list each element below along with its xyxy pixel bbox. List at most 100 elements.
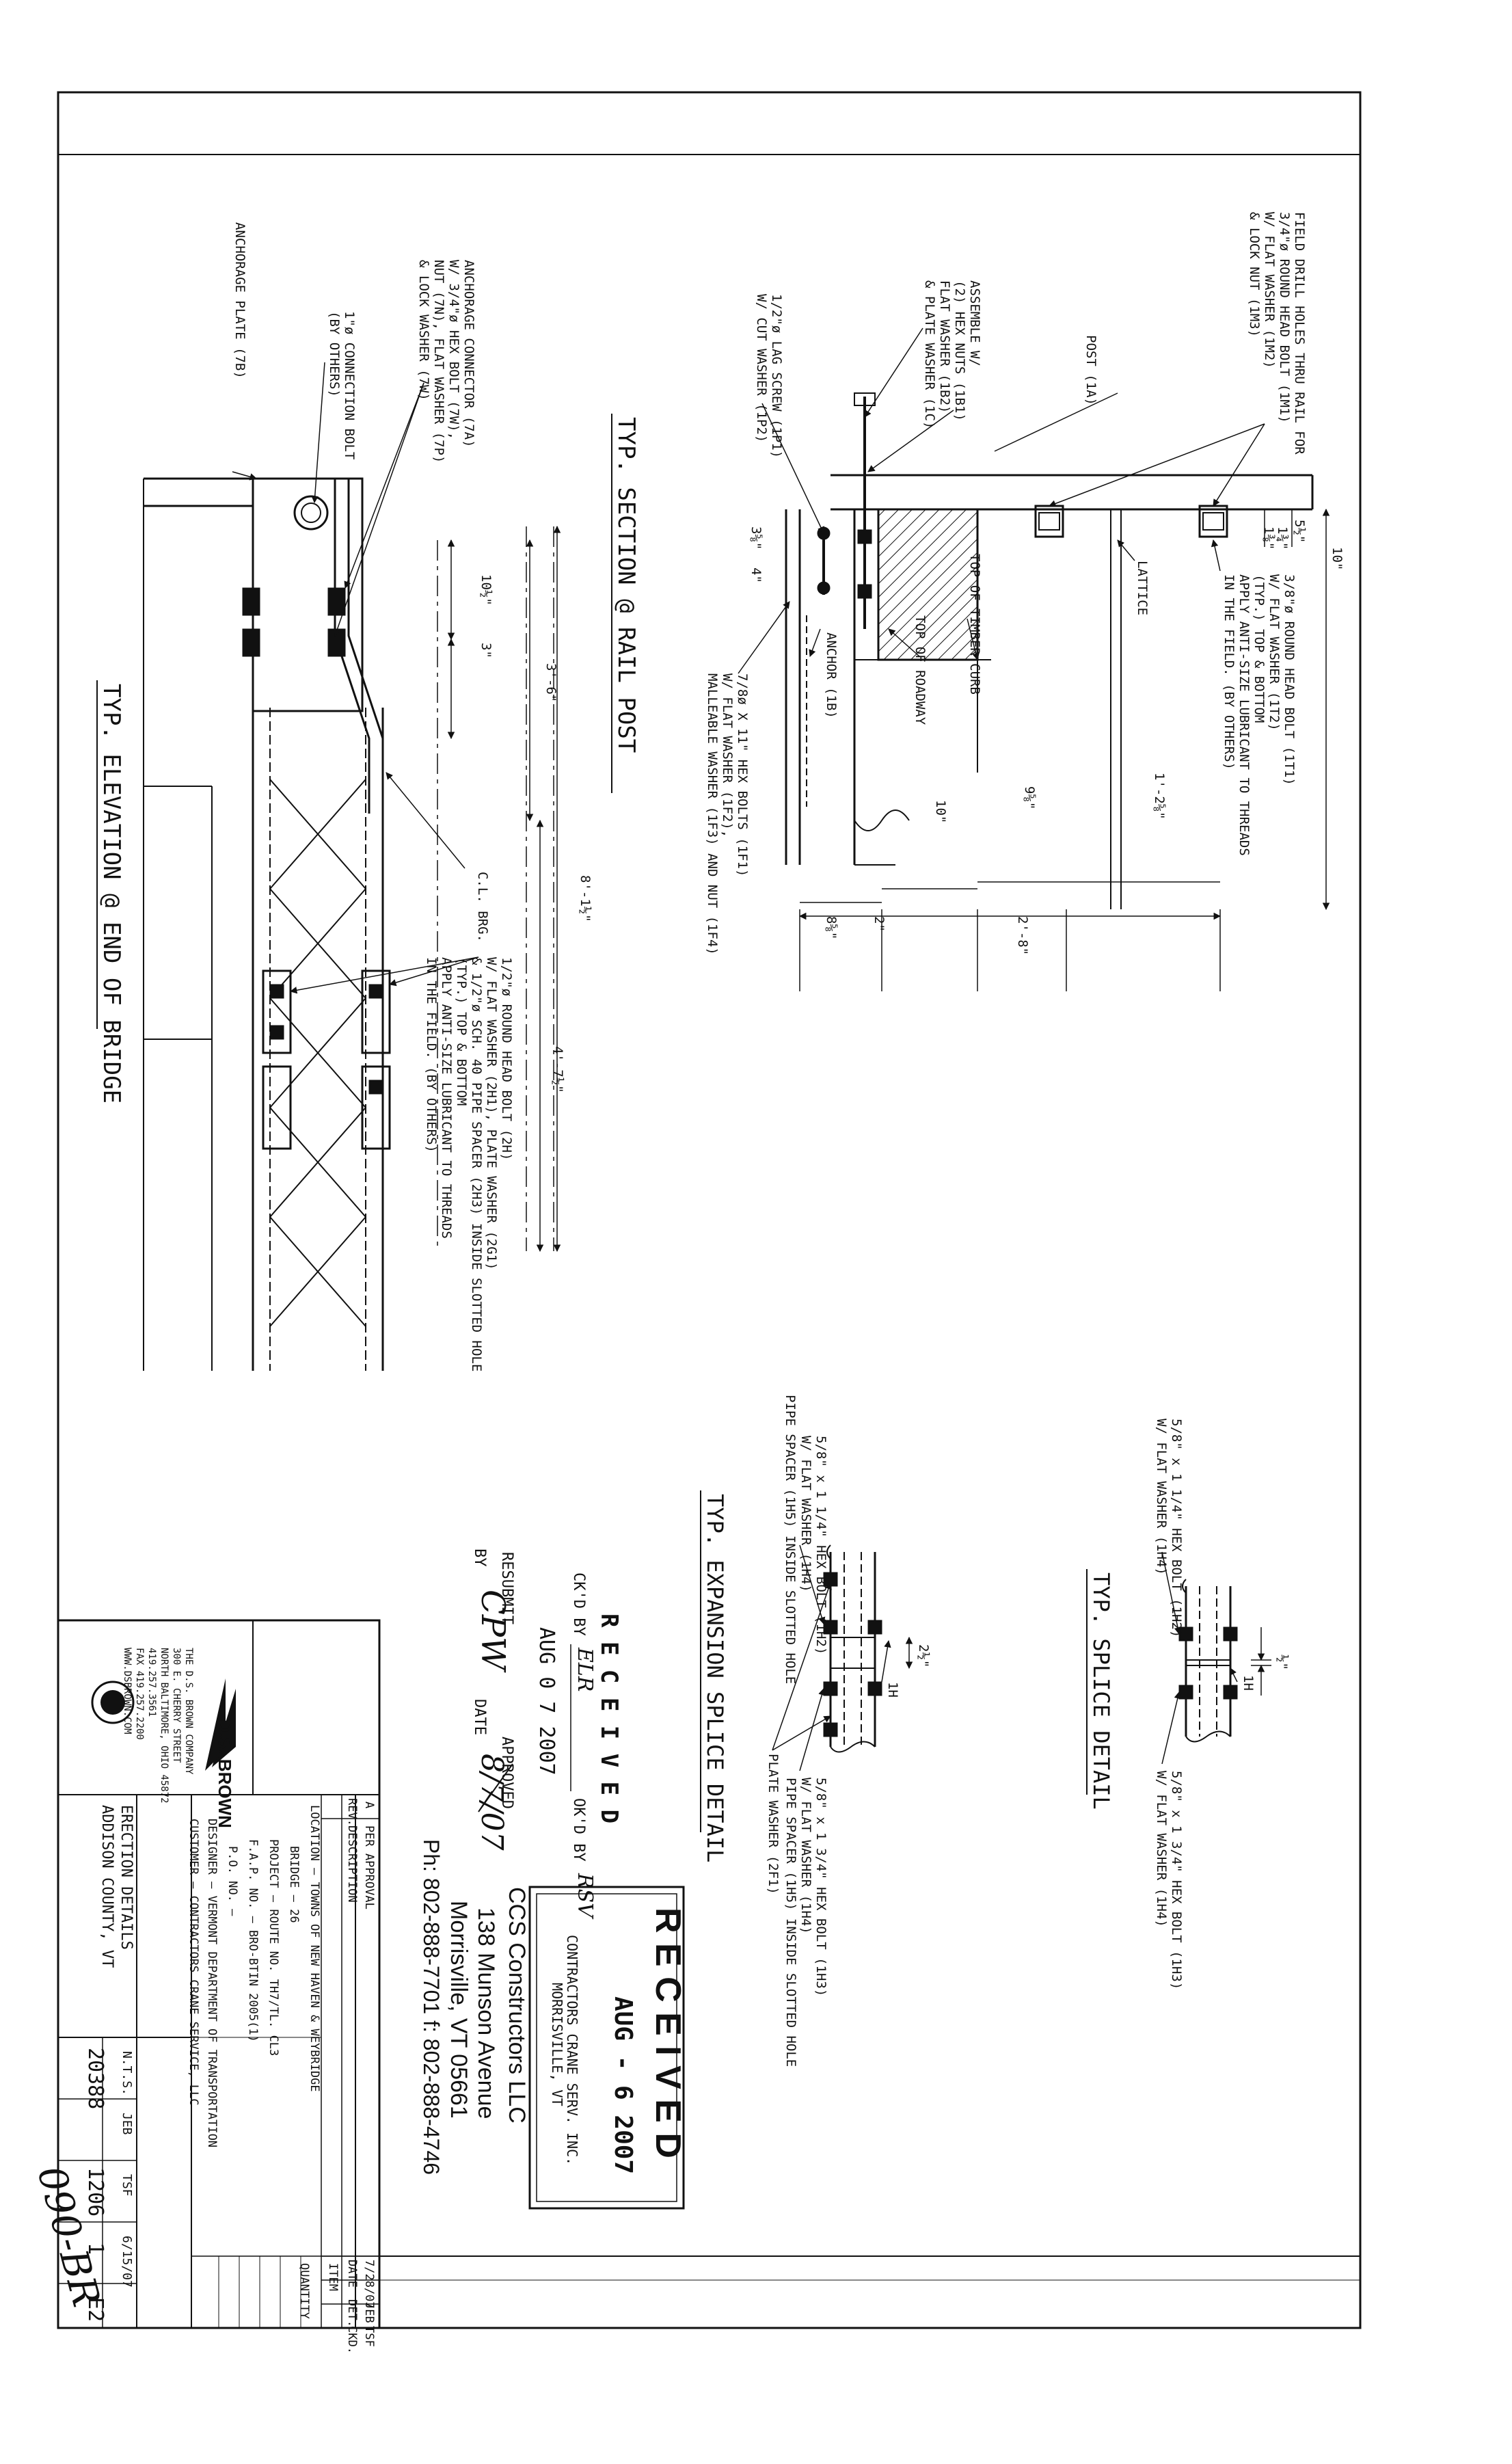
stamp1-date: AUG 0 7 2007 xyxy=(535,1627,558,1776)
stamp2-title: R E C E I V E D xyxy=(648,1907,688,2158)
splice-dim: ½" xyxy=(1275,1655,1290,1670)
title-line-2: ADDISON COUNTY, VT xyxy=(98,1805,116,1968)
proj-bridge: BRIDGE — 26 xyxy=(287,1846,301,1923)
stamp1-by-label: BY xyxy=(471,1549,488,1567)
tb-drawing-no: E2 xyxy=(83,2297,107,2322)
label-anch-conn-3: NUT (7N), FLAT WASHER (7P) xyxy=(431,260,446,463)
splice-right-2: W/ FLAT WASHER (1H4) xyxy=(1154,1771,1169,1927)
tb-checked: TSF xyxy=(120,2174,134,2197)
tb-sheet: 1 xyxy=(83,2242,107,2255)
elevation-dimensions xyxy=(232,362,561,1253)
rev-date: 7/28/07 xyxy=(362,2260,376,2309)
label-anch-conn-2: W/ 3/4"ø HEX BOLT (7W), xyxy=(446,260,461,440)
label-rhb-3: (TYP.) TOP & BOTTOM xyxy=(1252,574,1267,723)
company-address: THE D.S. BROWN COMPANY 300 E. CHERRY STR… xyxy=(122,1648,194,1804)
label-hexbolt-1: 7/8ø X 11" HEX BOLTS (1F1) xyxy=(735,673,750,876)
stamp1-ckd-label: CK'D BY xyxy=(570,1572,587,1636)
splice-right-1: 5/8" x 1 3/4" HEX BOLT (1H3) xyxy=(1169,1771,1184,1990)
item-header: ITEM xyxy=(326,2263,340,2291)
company-line-6: WWW.DSBROWN.COM xyxy=(122,1648,133,1734)
stamp1-date-label: DATE xyxy=(471,1699,488,1735)
rev-symbol: A xyxy=(362,1802,376,1808)
rev-header-desc: DESCRIPTION xyxy=(345,1825,359,1903)
company-name: D.S. BROWN xyxy=(215,1719,235,1828)
label-anch-conn-4: & LOCK WASHER (7W) xyxy=(416,260,431,401)
rev-chkd: TSF xyxy=(362,2326,376,2347)
sheet-border xyxy=(57,91,1362,2329)
dim-1-3-4: 1¾" xyxy=(1275,526,1290,550)
label-field-drill-4: & LOCK NUT (1M3) xyxy=(1247,212,1262,337)
exp-dim: 2½" xyxy=(916,1644,931,1668)
item-table xyxy=(191,1795,380,2328)
company-line-1: THE D.S. BROWN COMPANY xyxy=(183,1648,194,1775)
proj-customer: CUSTOMER — CONTRACTORS CRANE SERVICE, LL… xyxy=(187,1819,200,2106)
exp-gap: 1H xyxy=(885,1682,900,1698)
dim-10-5: 10½" xyxy=(478,574,494,606)
splice-left-2: W/ FLAT WASHER (1H4) xyxy=(1154,1419,1169,1575)
company-line-4: 419.257.3561 xyxy=(146,1648,157,1717)
company-logo: D.S. BROWN xyxy=(91,1678,236,1828)
rev-header-date: DATE xyxy=(345,2260,359,2288)
section-title: TYP. SECTION @ RAIL POST xyxy=(612,417,640,753)
section-dimensions xyxy=(798,508,1330,991)
label-elev-rhb-1: 1/2"ø ROUND HEAD BOLT (2H) xyxy=(499,957,514,1160)
dim-3: 3" xyxy=(478,643,494,658)
label-rhb-2: W/ FLAT WASHER (1T2) xyxy=(1267,574,1282,731)
stamp1-okd-label: OK'D BY xyxy=(570,1798,587,1862)
section-leaders xyxy=(738,327,1265,674)
stamp2-company: CONTRACTORS CRANE SERV. INC. xyxy=(564,1935,580,2165)
section-drawing xyxy=(785,392,1314,909)
label-rhb-5: IN THE FIELD. (BY OTHERS) xyxy=(1221,574,1237,770)
rev-header-det: DET. xyxy=(345,2299,359,2327)
stamp1-by-value: CPW xyxy=(474,1590,512,1673)
label-anchor: ANCHOR (1B) xyxy=(824,632,839,719)
dim-1-2-5-8: 1'-2⅝" xyxy=(1152,773,1167,820)
label-field-drill-1: FIELD DRILL HOLES THRU RAIL FOR xyxy=(1292,212,1307,455)
exp-right-3: PIPE SPACER (1H5) INSIDE SLOTTED HOLE xyxy=(783,1778,798,2067)
label-hexbolt-2: W/ FLAT WASHER (1F2), xyxy=(720,673,735,838)
address-line-2: 138 Munson Avenue xyxy=(473,1907,499,2119)
splice-gap: 1H xyxy=(1241,1675,1256,1691)
stamp1-resubmit: RESUBMIT xyxy=(498,1552,515,1624)
dim-9-5-8: 9⅝" xyxy=(1022,786,1037,809)
label-lag-1: 1/2"ø LAG SCREW (1P1) xyxy=(769,294,784,458)
proj-project: PROJECT — ROUTE NO. TH7/TL. CL3 xyxy=(267,1839,280,2056)
label-assemble-3: FLAT WASHER (1B2) xyxy=(937,280,952,413)
dim-2-8: 2'-8" xyxy=(1015,916,1030,955)
dim-4: 4" xyxy=(748,567,764,583)
splice-labels: 5/8" x 1 1/4" HEX BOLT (1H2) W/ FLAT WAS… xyxy=(1086,1419,1290,1990)
label-assemble-1: ASSEMBLE W/ xyxy=(967,280,982,366)
label-top-timber-curb: TOP OF TIMBER CURB xyxy=(967,554,982,695)
expansion-title: TYP. EXPANSION SPLICE DETAIL xyxy=(702,1494,728,1862)
label-rhb-4: APPLY ANTI-SIZE LUBRICANT TO THREADS xyxy=(1237,574,1252,856)
label-elev-rhb-5: APPLY ANTI-SIZE LUBRICANT TO THREADS xyxy=(439,957,454,1239)
rev-header-chkd: CKD. xyxy=(345,2326,359,2354)
label-lag-2: W/ CUT WASHER (1P2) xyxy=(754,294,769,442)
tb-job-no: 20388 xyxy=(83,2048,107,2109)
exp-left-3: PIPE SPACER (1H5) INSIDE SLOTTED HOLE xyxy=(783,1395,798,1684)
company-line-3: NORTH BALTIMORE, OHIO 45872 xyxy=(159,1648,170,1804)
dim-10b: 10" xyxy=(933,800,948,823)
splice-leaders xyxy=(1161,1551,1271,1765)
contractor-address: CCS Constructors LLC 138 Munson Avenue M… xyxy=(419,1839,530,2175)
splice-drawing xyxy=(1178,1579,1238,1743)
dim-8-5-8: 8⅝" xyxy=(824,916,839,939)
label-elev-rhb-4: (TYP.) TOP & BOTTOM xyxy=(454,957,469,1106)
stamp2-city: MORRISVILLE, VT xyxy=(549,1983,565,2106)
project-info: LOCATION — TOWNS OF NEW HAVEN & WEYBRIDG… xyxy=(187,1805,321,2147)
label-assemble-4: & PLATE WASHER (1C) xyxy=(922,280,937,429)
rev-header-rev: REV. xyxy=(345,1798,359,1826)
qty-header: QUANTITY xyxy=(297,2263,311,2319)
rev-det: JEB xyxy=(362,2302,376,2323)
received-stamp-box: R E C E I V E D AUG - 6 2007 CONTRACTORS… xyxy=(528,1886,688,2210)
dim-2: 2" xyxy=(872,916,887,932)
splice-title: TYP. SPLICE DETAIL xyxy=(1088,1572,1114,1810)
dim-8-1-2: 8'-1½" xyxy=(578,875,593,922)
proj-fap: F.A.P. NO. — BRO-BTIN 2005(1) xyxy=(246,1839,260,2042)
label-rhb-1: 3/8"ø ROUND HEAD BOLT (1T1) xyxy=(1282,574,1297,786)
revision-table: A PER APPROVAL REV. DESCRIPTION 7/28/07 … xyxy=(297,1798,376,2354)
stamp1-ckd-value: ELR xyxy=(573,1647,597,1691)
label-anch-conn-1: ANCHORAGE CONNECTOR (7A) xyxy=(461,260,476,448)
stamp1-okd-value: RSV xyxy=(573,1873,597,1920)
label-conn-bolt-2: (BY OTHERS) xyxy=(327,311,342,397)
